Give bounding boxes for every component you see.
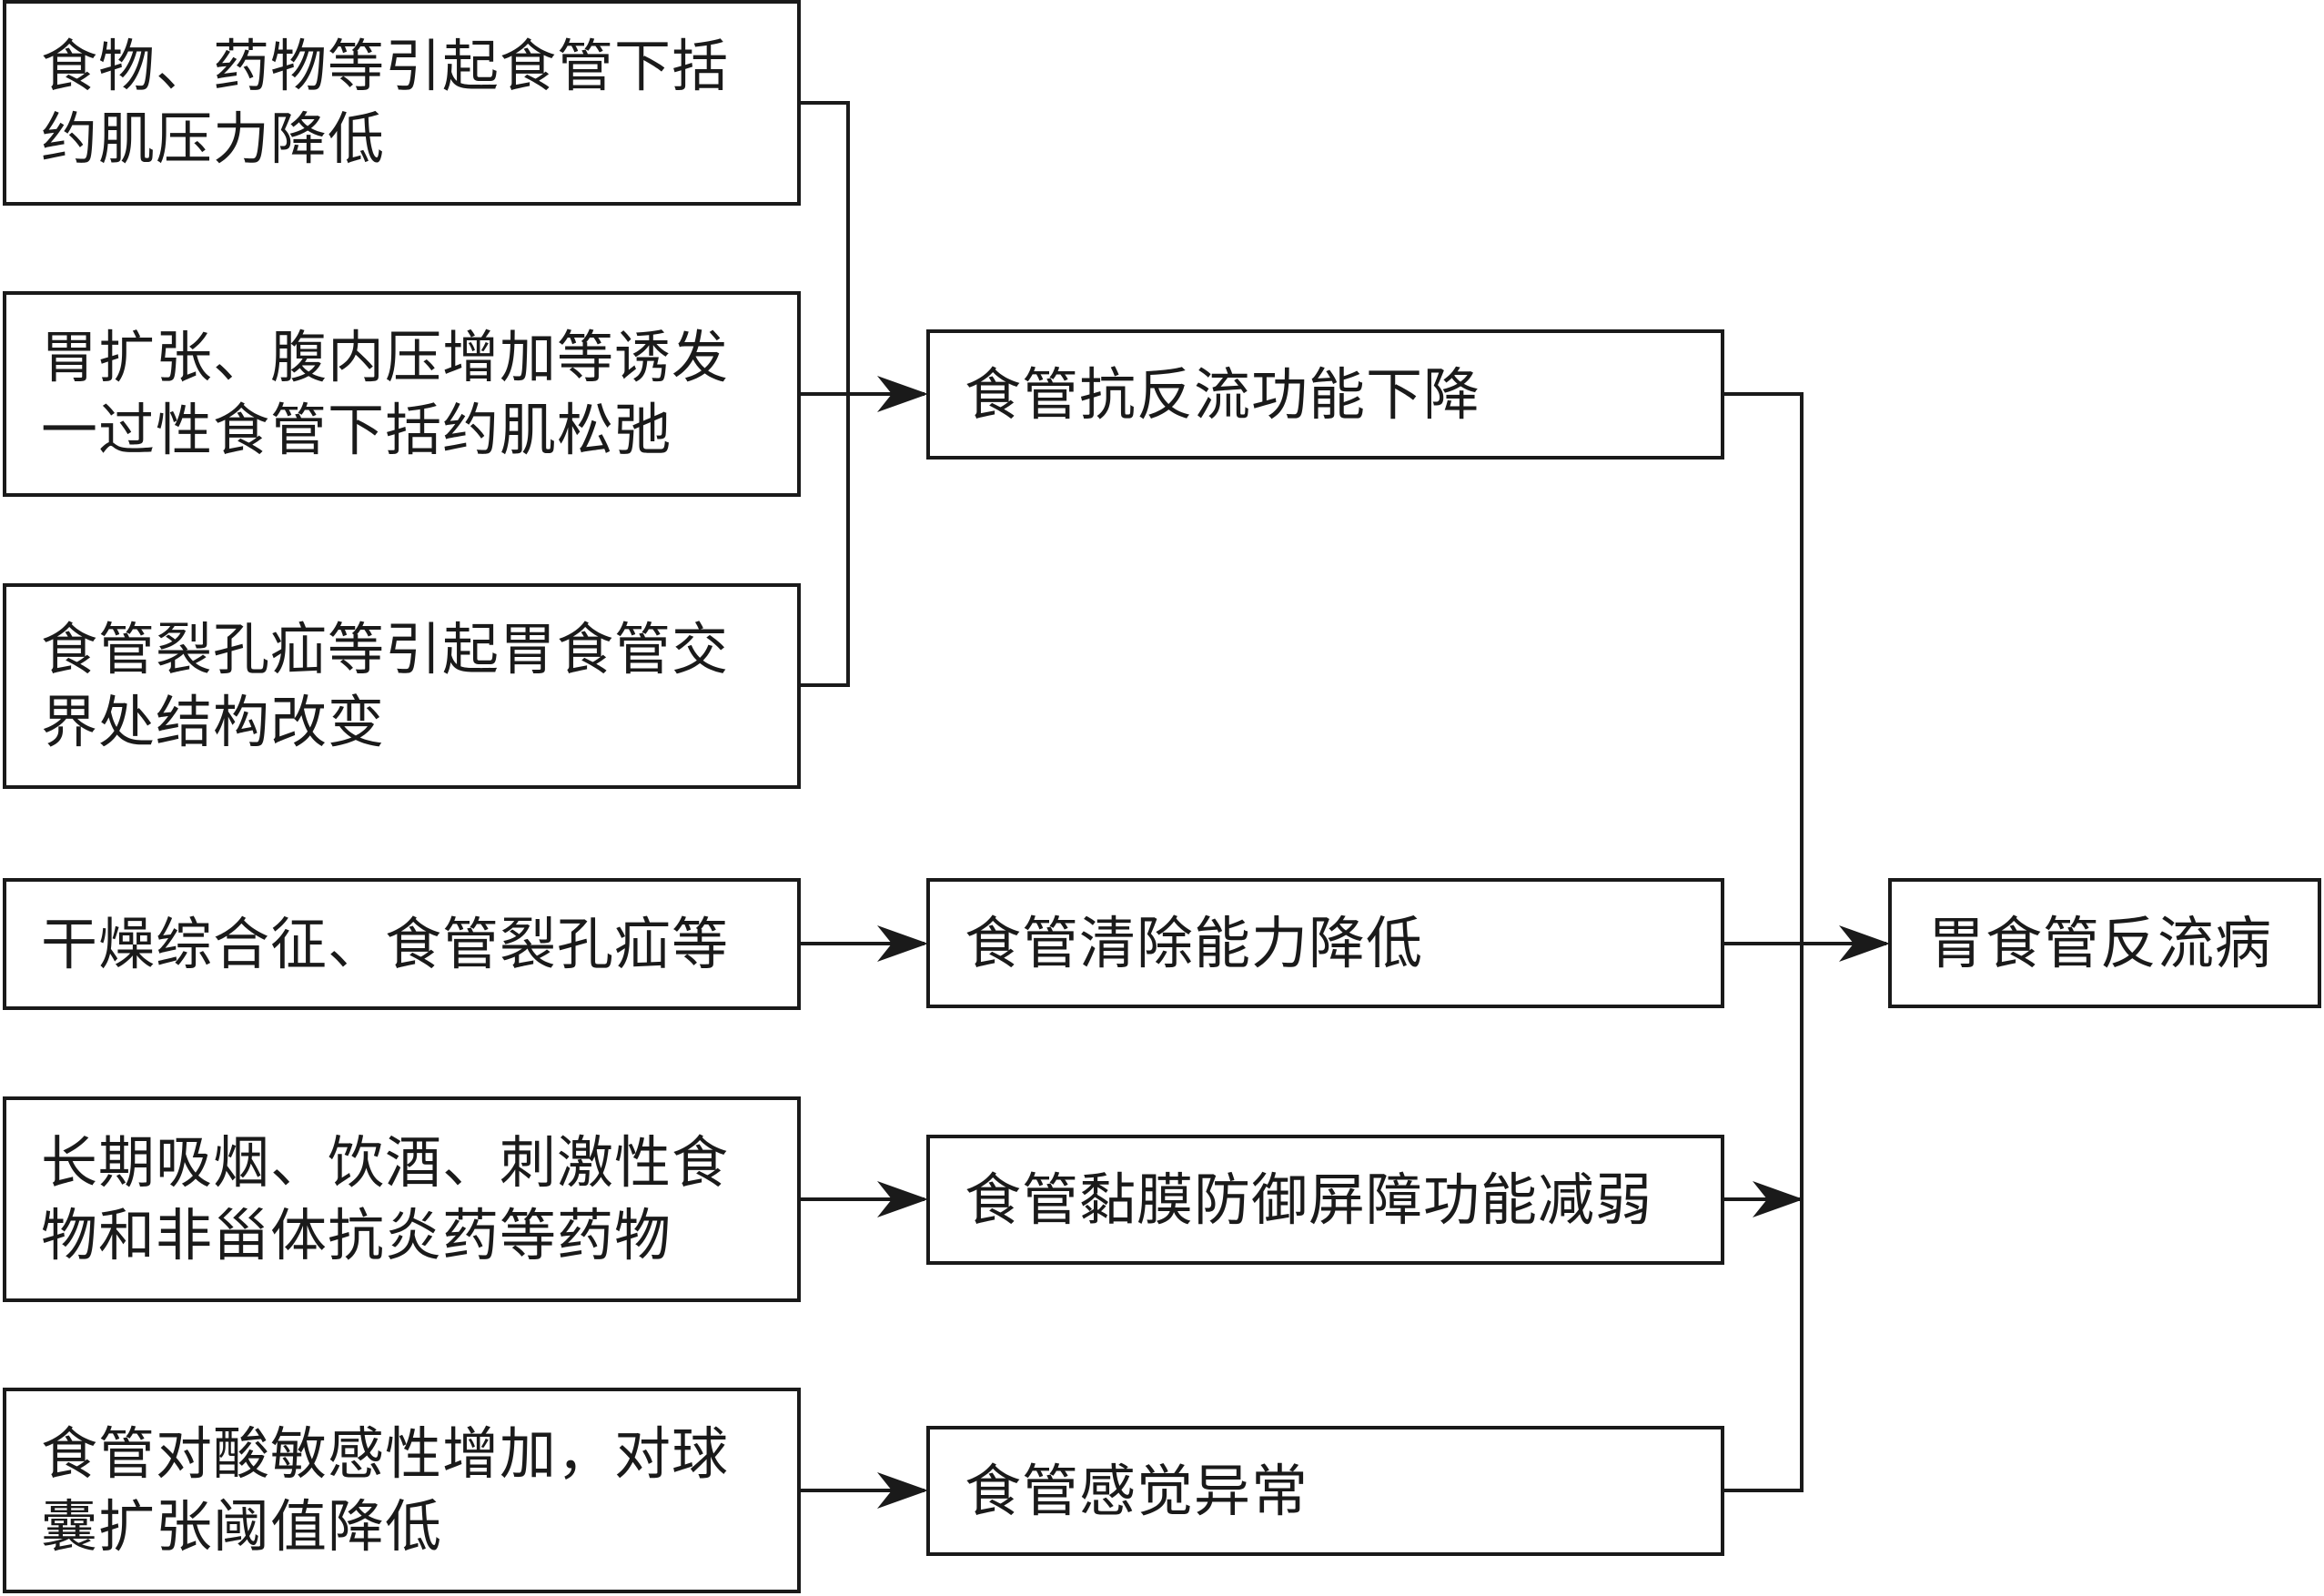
cause-text: 食物、药物等引起食管下括约肌压力降低 [41,33,730,172]
result-text: 胃食管反流病 [1928,909,2273,976]
mechanism-box-sensation: 食管感觉异常 [926,1426,1724,1556]
mechanism-text: 食管清除能力降低 [965,909,1424,976]
cause-box-sjogren: 干燥综合征、食管裂孔疝等 [3,878,801,1010]
mechanism-box-mucosal-barrier: 食管黏膜防御屏障功能减弱 [926,1135,1724,1265]
mechanism-box-clearance: 食管清除能力降低 [926,878,1724,1008]
cause-box-smoking-alcohol: 长期吸烟、饮酒、刺激性食物和非甾体抗炎药等药物 [3,1096,801,1302]
mechanism-text: 食管抗反流功能下降 [965,360,1481,428]
cause-box-transient-relaxation: 胃扩张、腹内压增加等诱发一过性食管下括约肌松弛 [3,291,801,497]
cause-text: 长期吸烟、饮酒、刺激性食物和非甾体抗炎药等药物 [41,1129,730,1268]
cause-text: 胃扩张、腹内压增加等诱发一过性食管下括约肌松弛 [41,324,730,463]
cause-box-les-pressure: 食物、药物等引起食管下括约肌压力降低 [3,0,801,206]
cause-text: 食管裂孔疝等引起胃食管交界处结构改变 [41,616,730,755]
mechanism-text: 食管感觉异常 [965,1457,1309,1524]
cause-text: 食管对酸敏感性增加，对球囊扩张阈值降低 [41,1420,730,1560]
mechanism-text: 食管黏膜防御屏障功能减弱 [965,1166,1653,1233]
mechanism-box-anti-reflux: 食管抗反流功能下降 [926,329,1724,460]
cause-box-acid-sensitivity: 食管对酸敏感性增加，对球囊扩张阈值降低 [3,1388,801,1593]
result-box-gerd: 胃食管反流病 [1888,878,2321,1008]
cause-text: 干燥综合征、食管裂孔疝等 [41,910,730,977]
cause-box-hiatal-hernia: 食管裂孔疝等引起胃食管交界处结构改变 [3,583,801,789]
